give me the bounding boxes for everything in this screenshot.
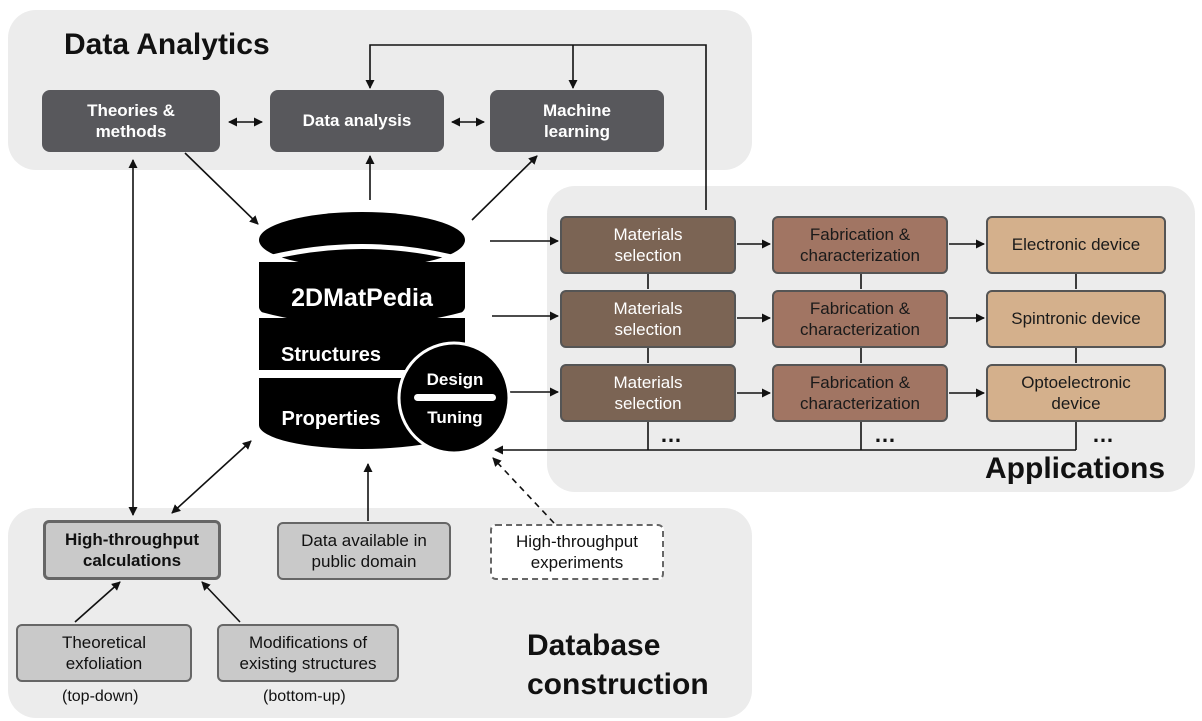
database-name: 2DMatPedia [291,284,433,312]
database-construction-title: Database construction [527,629,709,701]
materials-selection-box-2: Materials selection [560,290,736,348]
modifications-box: Modifications of existing structures [217,624,399,682]
machine-learning-box: Machine learning [490,90,664,152]
theoretical-exfoliation-box: Theoretical exfoliation [16,624,192,682]
ellipsis-col-1: … [660,422,682,447]
optoelectronic-device-box: Optoelectronic device [986,364,1166,422]
bottom-up-note: (bottom-up) [263,688,346,705]
high-throughput-calculations-box: High-throughput calculations [43,520,221,580]
fabrication-box-1: Fabrication & characterization [772,216,948,274]
ellipsis-col-3: … [1092,422,1114,447]
spintronic-device-box: Spintronic device [986,290,1166,348]
public-data-box: Data available in public domain [277,522,451,580]
fabrication-box-3: Fabrication & characterization [772,364,948,422]
top-down-note: (top-down) [62,688,139,705]
properties-label: Properties [281,408,381,430]
materials-selection-box-1: Materials selection [560,216,736,274]
data-analysis-box: Data analysis [270,90,444,152]
fabrication-box-2: Fabrication & characterization [772,290,948,348]
applications-title: Applications [985,452,1166,485]
materials-selection-box-3: Materials selection [560,364,736,422]
tuning-label: Tuning [427,408,483,427]
data-analytics-title: Data Analytics [64,28,270,61]
high-throughput-experiments-box: High-throughput experiments [490,524,664,580]
theories-methods-box: Theories & methods [42,90,220,152]
electronic-device-box: Electronic device [986,216,1166,274]
structures-label: Structures [280,344,382,366]
design-label: Design [426,370,484,389]
ellipsis-col-2: … [874,422,896,447]
